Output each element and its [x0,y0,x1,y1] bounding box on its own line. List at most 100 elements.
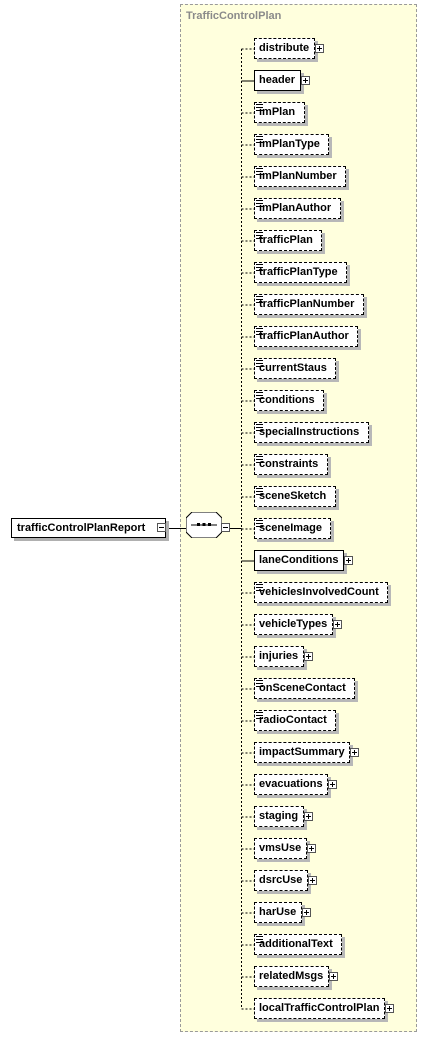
element-label: sceneImage [259,522,322,534]
element-imPlanNumber[interactable]: imPlanNumber [254,166,346,187]
expand-icon[interactable] [385,1004,394,1013]
element-onSceneContact[interactable]: onSceneContact [254,678,355,699]
element-injuries[interactable]: injuries [254,646,304,667]
element-label: trafficPlanType [259,266,338,278]
element-label: conditions [259,394,315,406]
element-localTrafficControlPlan[interactable]: localTrafficControlPlan [254,998,385,1019]
expand-icon[interactable] [308,876,317,885]
simple-type-icon [256,936,263,943]
collapse-icon[interactable] [157,523,166,532]
expand-icon[interactable] [333,620,342,629]
element-label: constraints [259,458,319,470]
element-label: trafficPlanNumber [259,298,355,310]
simple-type-icon [256,520,263,527]
expand-icon[interactable] [304,652,313,661]
complex-type-name: TrafficControlPlan [186,10,282,22]
expand-icon[interactable] [344,556,353,565]
element-label: radioContact [259,714,327,726]
element-label: additionalText [259,938,333,950]
simple-type-icon [256,392,263,399]
simple-type-icon [256,296,263,303]
element-label: specialInstructions [259,426,360,438]
element-label: onSceneContact [259,682,346,694]
element-label: sceneSketch [259,490,327,502]
element-label: imPlanAuthor [259,202,332,214]
element-label: header [259,74,296,86]
expand-icon[interactable] [350,748,359,757]
element-currentStaus[interactable]: currentStaus [254,358,336,379]
element-imPlan[interactable]: imPlan [254,102,305,123]
element-trafficPlanAuthor[interactable]: trafficPlanAuthor [254,326,358,347]
element-label: imPlanType [259,138,320,150]
element-label: vehiclesInvolvedCount [259,586,379,598]
element-imPlanType[interactable]: imPlanType [254,134,329,155]
simple-type-icon [256,200,263,207]
element-label: dsrcUse [259,874,303,886]
element-label: harUse [259,906,297,918]
element-laneConditions[interactable]: laneConditions [254,550,344,571]
element-imPlanAuthor[interactable]: imPlanAuthor [254,198,341,219]
simple-type-icon [256,360,263,367]
element-label: currentStaus [259,362,327,374]
simple-type-icon [256,168,263,175]
element-label: imPlanNumber [259,170,337,182]
expand-icon[interactable] [329,972,338,981]
simple-type-icon [256,104,263,111]
element-constraints[interactable]: constraints [254,454,328,475]
element-sceneImage[interactable]: sceneImage [254,518,331,539]
simple-type-icon [256,488,263,495]
element-harUse[interactable]: harUse [254,902,302,923]
element-trafficPlanNumber[interactable]: trafficPlanNumber [254,294,364,315]
simple-type-icon [256,680,263,687]
expand-icon[interactable] [307,844,316,853]
expand-icon[interactable] [301,76,310,85]
element-label: laneConditions [259,554,339,566]
element-conditions[interactable]: conditions [254,390,324,411]
element-staging[interactable]: staging [254,806,304,827]
element-label: localTrafficControlPlan [259,1002,380,1014]
collapse-icon[interactable] [221,523,230,532]
element-label: vehicleTypes [259,618,328,630]
element-label: relatedMsgs [259,970,324,982]
element-radioContact[interactable]: radioContact [254,710,336,731]
element-specialInstructions[interactable]: specialInstructions [254,422,369,443]
simple-type-icon [256,424,263,431]
element-impactSummary[interactable]: impactSummary [254,742,350,763]
element-label: impactSummary [259,746,345,758]
element-label: imPlan [259,106,296,118]
root-element-trafficControlPlanReport[interactable]: trafficControlPlanReport [11,518,166,538]
element-label: evacuations [259,778,323,790]
element-distribute[interactable]: distribute [254,38,315,59]
element-label: staging [259,810,299,822]
element-trafficPlan[interactable]: trafficPlan [254,230,322,251]
sequence-compositor-icon [186,512,222,538]
simple-type-icon [256,232,263,239]
element-label: injuries [259,650,299,662]
element-label: trafficPlanAuthor [259,330,349,342]
element-evacuations[interactable]: evacuations [254,774,328,795]
element-label: trafficPlan [259,234,313,246]
simple-type-icon [256,712,263,719]
simple-type-icon [256,584,263,591]
simple-type-icon [256,328,263,335]
element-label: vmsUse [259,842,302,854]
element-label: distribute [259,42,310,54]
element-header[interactable]: header [254,70,301,91]
element-relatedMsgs[interactable]: relatedMsgs [254,966,329,987]
expand-icon[interactable] [315,44,324,53]
simple-type-icon [256,136,263,143]
expand-icon[interactable] [328,780,337,789]
element-sceneSketch[interactable]: sceneSketch [254,486,336,507]
expand-icon[interactable] [304,812,313,821]
element-vehiclesInvolvedCount[interactable]: vehiclesInvolvedCount [254,582,388,603]
element-vehicleTypes[interactable]: vehicleTypes [254,614,333,635]
element-vmsUse[interactable]: vmsUse [254,838,307,859]
element-dsrcUse[interactable]: dsrcUse [254,870,308,891]
element-trafficPlanType[interactable]: trafficPlanType [254,262,347,283]
simple-type-icon [256,264,263,271]
expand-icon[interactable] [302,908,311,917]
root-element-label: trafficControlPlanReport [17,522,146,534]
element-additionalText[interactable]: additionalText [254,934,342,955]
